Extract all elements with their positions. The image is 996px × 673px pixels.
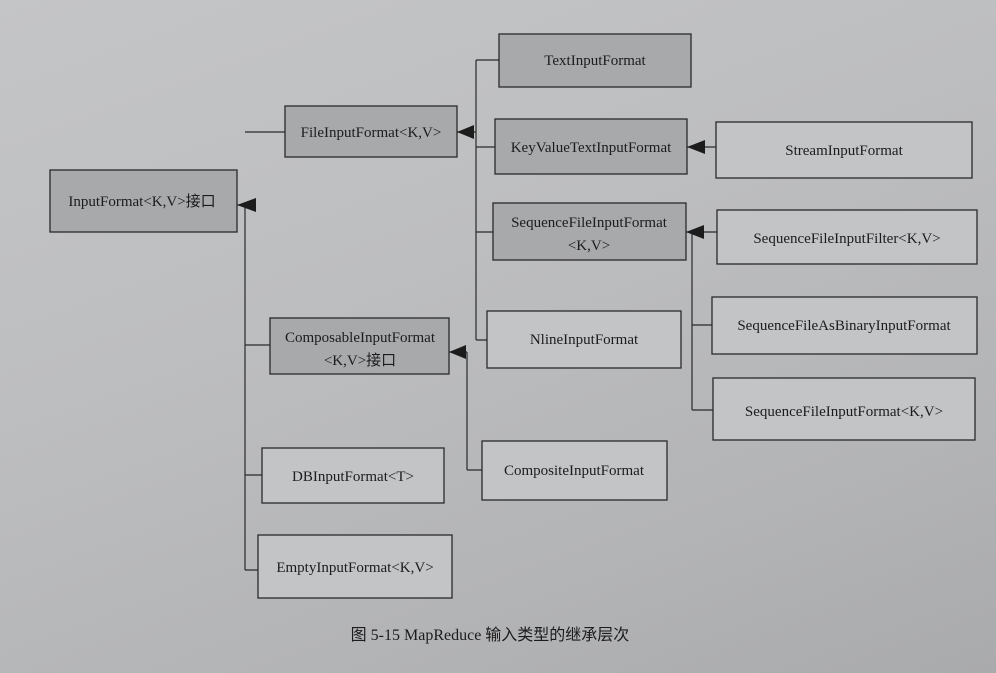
node-sequence-file-input-format-child: SequenceFileInputFormat<K,V>: [712, 377, 976, 441]
node-sequence-file-input-filter: SequenceFileInputFilter<K,V>: [716, 209, 978, 265]
node-label: SequenceFileInputFormat<K,V>: [745, 404, 943, 420]
node-label: SequenceFileAsBinaryInputFormat: [737, 318, 951, 334]
node-label: CompositeInputFormat: [504, 463, 645, 479]
node-db-input-format: DBInputFormat<T>: [261, 447, 445, 504]
node-file-input-format: FileInputFormat<K,V>: [284, 105, 458, 158]
node-text-input-format: TextInputFormat: [498, 33, 692, 88]
node-label: EmptyInputFormat<K,V>: [276, 560, 433, 576]
node-label: NlineInputFormat: [530, 332, 639, 348]
node-stream-input-format: StreamInputFormat: [715, 121, 973, 179]
node-label: StreamInputFormat: [785, 143, 903, 159]
node-nline-input-format: NlineInputFormat: [486, 310, 682, 369]
node-label: <K,V>: [568, 238, 610, 254]
arrow-to-key-value: [687, 140, 705, 154]
node-label: ComposableInputFormat: [285, 330, 436, 346]
arrow-to-composable: [449, 345, 466, 359]
arrow-to-file-input-format: [457, 125, 474, 139]
inheritance-arrows: [237, 125, 705, 359]
node-empty-input-format: EmptyInputFormat<K,V>: [257, 534, 453, 599]
node-composite-input-format: CompositeInputFormat: [481, 440, 668, 501]
node-label: KeyValueTextInputFormat: [511, 140, 672, 156]
node-label: DBInputFormat<T>: [292, 469, 414, 485]
node-label: SequenceFileInputFilter<K,V>: [753, 231, 940, 247]
node-sequence-file-as-binary-input-format: SequenceFileAsBinaryInputFormat: [711, 296, 978, 355]
node-key-value-text-input-format: KeyValueTextInputFormat: [494, 118, 688, 175]
arrow-to-sequence-file: [686, 225, 704, 239]
arrow-to-input-format: [237, 198, 256, 212]
node-sequence-file-input-format: SequenceFileInputFormat <K,V>: [492, 202, 687, 261]
node-input-format: InputFormat<K,V>接口: [49, 169, 238, 233]
node-label: SequenceFileInputFormat: [511, 215, 668, 231]
node-label: FileInputFormat<K,V>: [301, 125, 442, 141]
node-label: InputFormat<K,V>接口: [68, 193, 215, 210]
node-composable-input-format: ComposableInputFormat <K,V>接口: [269, 317, 450, 375]
node-label: <K,V>接口: [324, 352, 396, 369]
node-label: TextInputFormat: [544, 53, 646, 69]
figure-caption: 图 5-15 MapReduce 输入类型的继承层次: [351, 626, 630, 644]
